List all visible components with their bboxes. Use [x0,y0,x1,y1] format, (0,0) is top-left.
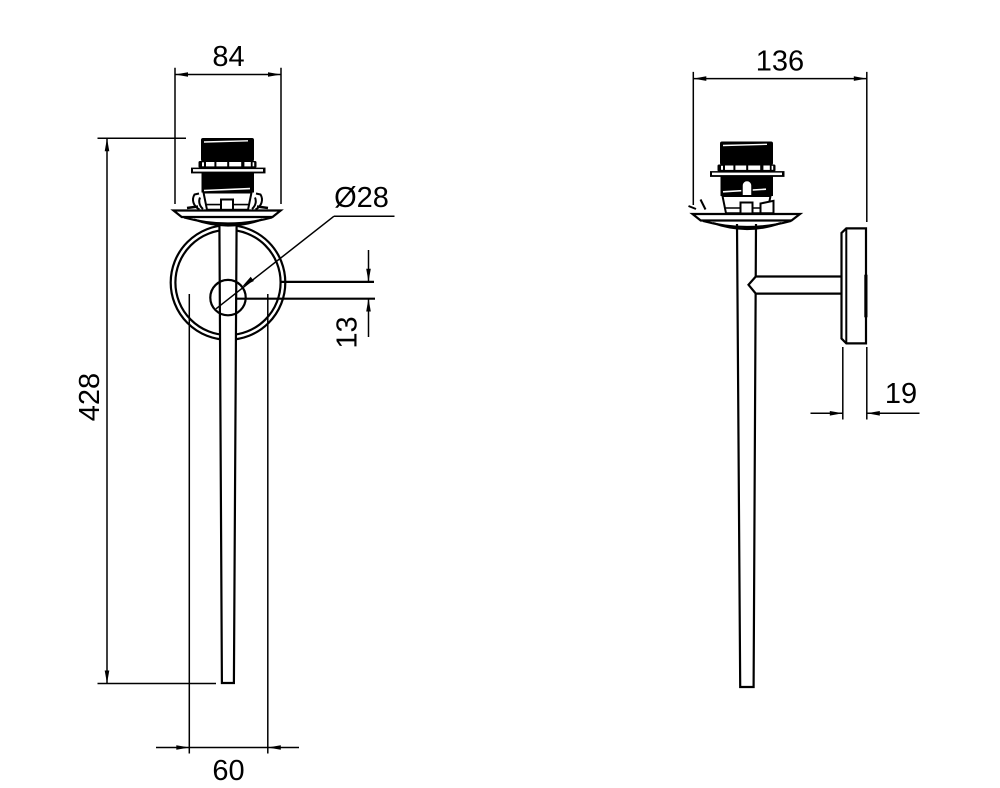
svg-text:Ø28: Ø28 [334,182,389,214]
svg-text:136: 136 [756,46,804,78]
svg-text:13: 13 [332,316,364,348]
svg-text:60: 60 [212,755,244,787]
svg-text:19: 19 [885,378,917,410]
svg-text:428: 428 [74,373,106,421]
svg-text:84: 84 [212,41,244,73]
